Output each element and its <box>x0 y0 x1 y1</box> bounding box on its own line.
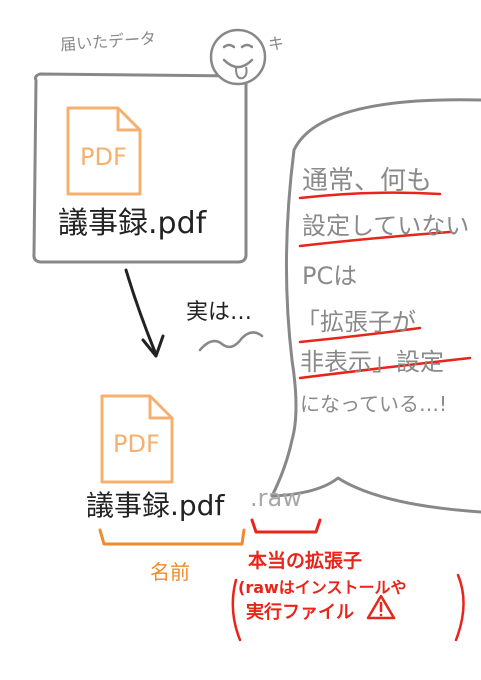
bubble-line-6: になっている…! <box>300 392 448 416</box>
true-extension-title: 本当の拡張子 <box>248 550 363 572</box>
true-extension-line3: 実行ファイル <box>246 602 354 623</box>
note-bracket-right <box>454 573 465 642</box>
bubble-line-2: 設定していない <box>302 212 470 240</box>
bubble-line-5: 非表示」設定 <box>300 348 444 376</box>
speech-bubble <box>270 98 481 514</box>
warning-triangle-icon <box>366 594 396 620</box>
down-arrow-icon <box>124 268 165 358</box>
actually-label: 実は… <box>186 300 253 325</box>
squiggle-line <box>198 331 264 352</box>
emphasis-underlines <box>298 191 472 380</box>
bubble-line-4: 「拡張子が <box>296 308 416 336</box>
smiling-face-icon <box>209 28 267 86</box>
name-label: 名前 <box>150 560 190 584</box>
bubble-line-3: PCは <box>302 262 358 290</box>
extension-bracket <box>250 518 322 534</box>
pdf-icon-label: PDF <box>80 143 127 171</box>
file-name-before: 議事録.pdf <box>58 206 207 241</box>
bubble-line-1: 通常、何も <box>302 166 433 196</box>
pdf-file-icon <box>66 106 142 196</box>
file-name-after: 議事録.pdf <box>86 489 225 522</box>
true-extension-line2: (rawはインストールや <box>238 578 407 597</box>
received-data-box <box>32 72 248 264</box>
pdf-icon-label: PDF <box>113 430 160 458</box>
face-sound-label: キ <box>268 34 285 53</box>
pdf-file-icon <box>100 394 174 484</box>
hidden-extension: .raw <box>250 484 302 512</box>
name-bracket <box>98 528 246 546</box>
note-bracket-left <box>231 578 242 642</box>
